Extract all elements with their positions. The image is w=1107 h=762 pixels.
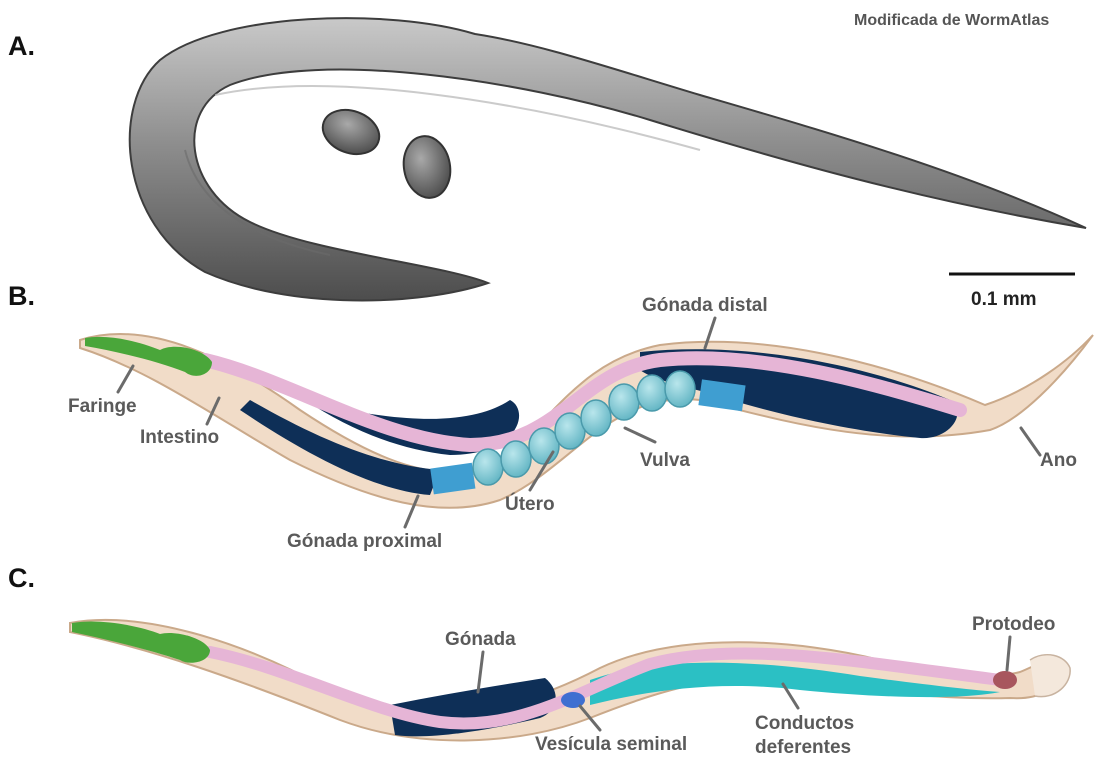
male-worm	[70, 620, 1070, 740]
label-ano: Ano	[1040, 450, 1077, 471]
label-vesicula-seminal: Vesícula seminal	[535, 734, 687, 755]
label-gonada: Gónada	[445, 629, 516, 650]
arrow-protodeo	[1007, 637, 1010, 670]
label-faringe: Faringe	[68, 396, 137, 417]
label-intestino: Intestino	[140, 427, 219, 448]
scale-bar-label: 0.1 mm	[971, 289, 1036, 310]
egg-2	[399, 132, 455, 201]
panel-b-letter: B.	[8, 281, 35, 311]
arrow-faringe	[118, 366, 133, 392]
panel-c-letter: C.	[8, 563, 35, 593]
panel-a-letter: A.	[8, 31, 35, 61]
label-gonada-distal: Gónada distal	[642, 295, 768, 316]
label-utero: Útero	[505, 493, 555, 515]
label-protodeo: Protodeo	[972, 614, 1055, 635]
label-vulva: Vulva	[640, 450, 690, 471]
arrow-gonada	[478, 652, 483, 692]
label-gonada-proximal: Gónada proximal	[287, 531, 442, 552]
microscopy-worm	[130, 18, 1086, 300]
label-conductos-line1: Conductos	[755, 713, 854, 734]
hermaphrodite-worm	[80, 334, 1093, 508]
egg-1	[317, 102, 386, 161]
credit-text: Modificada de WormAtlas	[854, 12, 1049, 29]
arrow-ano	[1021, 428, 1040, 455]
label-conductos-line2: deferentes	[755, 737, 851, 758]
arrow-vulva	[625, 428, 655, 442]
proctodeum	[993, 671, 1017, 689]
